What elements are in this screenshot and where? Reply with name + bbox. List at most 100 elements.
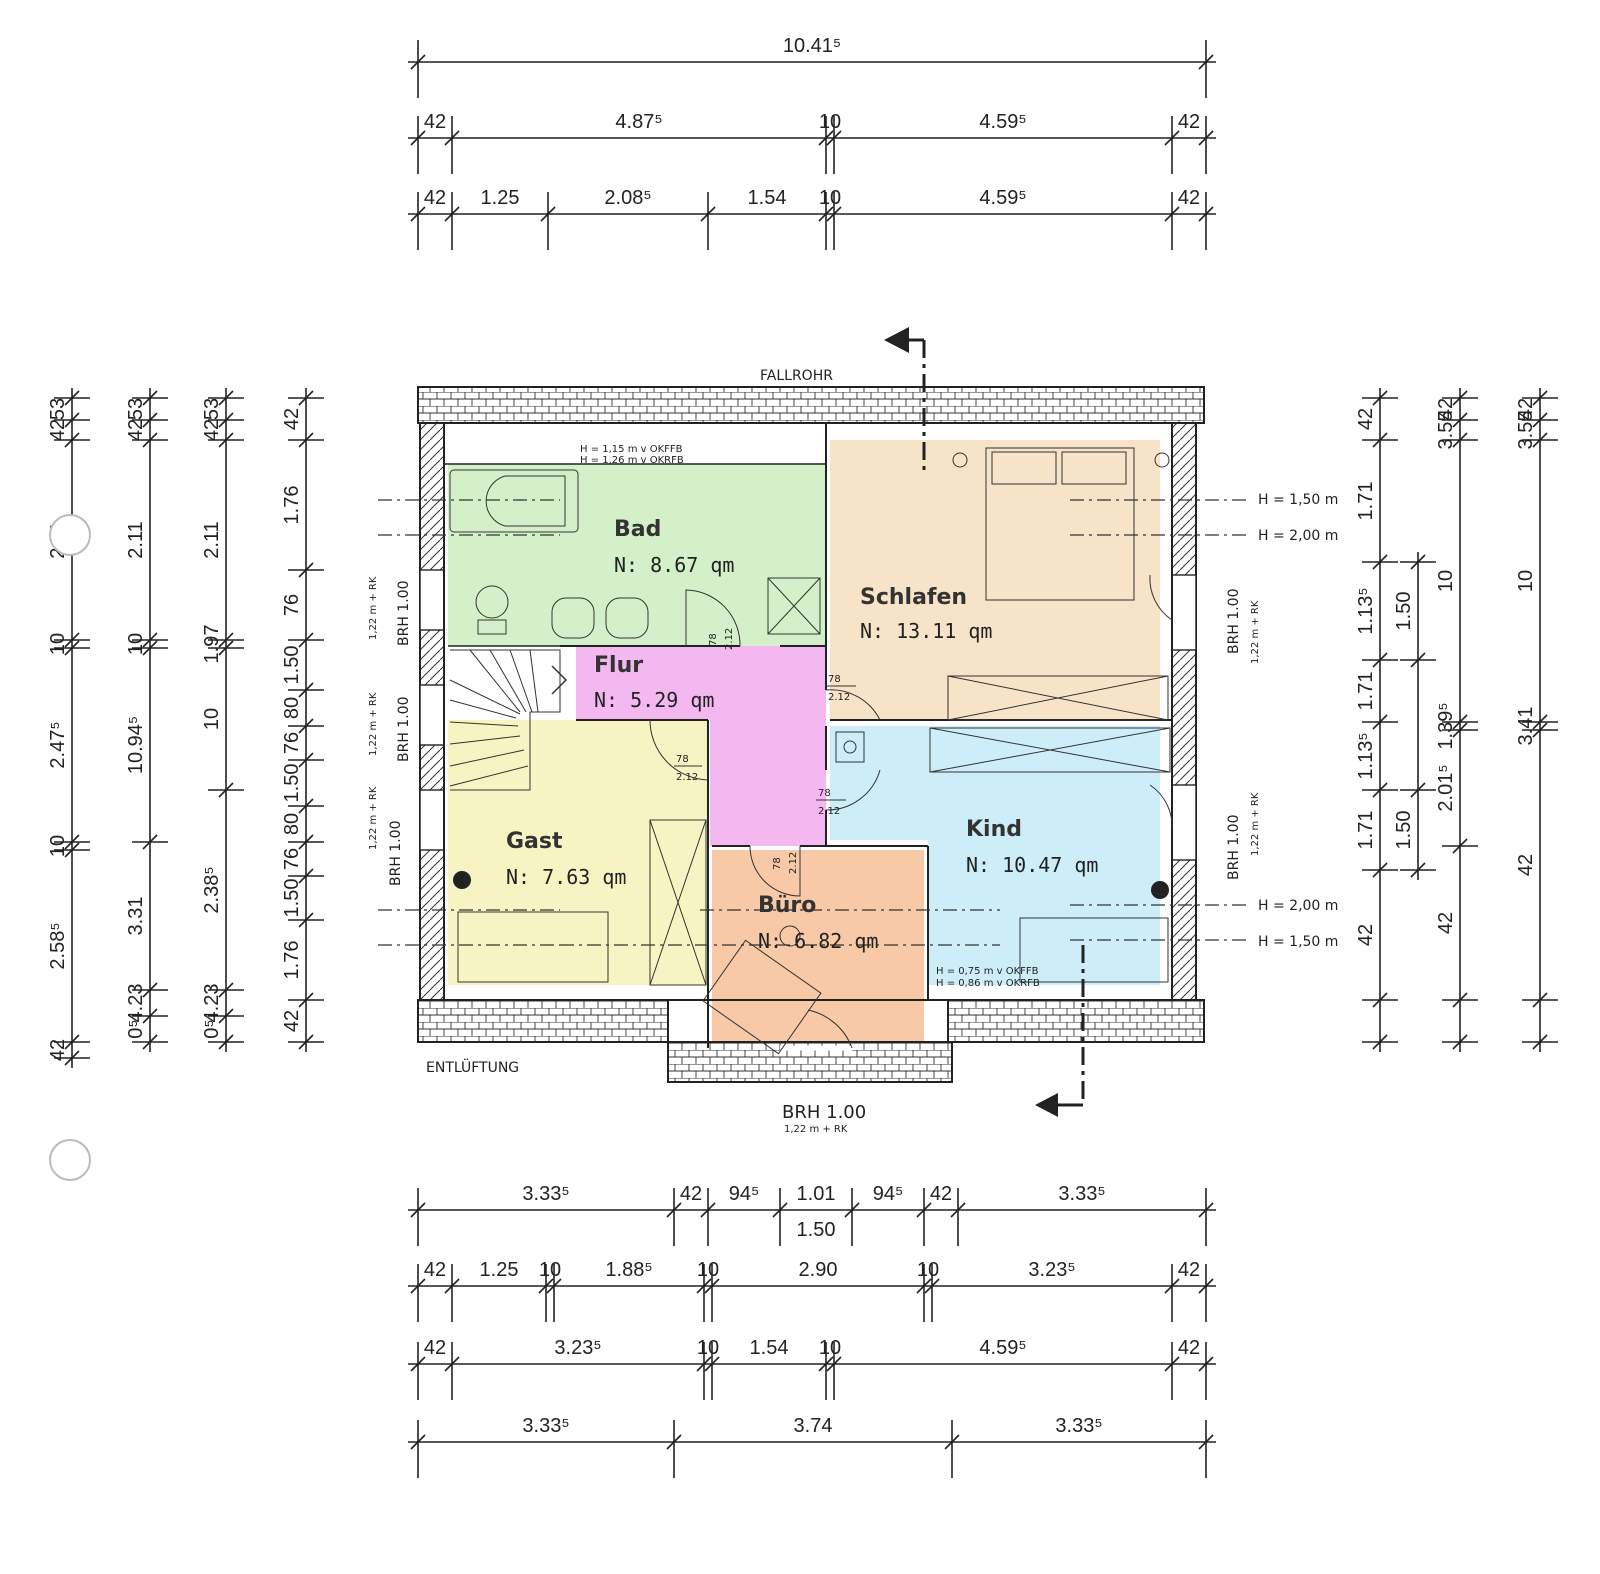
door-labels: 78 2.12 78 2.12 78 2.12 78 2.12 78 2.12 (674, 628, 856, 874)
dim-top-1-mark (410, 54, 426, 70)
dim-right-4-mark (1532, 412, 1548, 428)
dim-bottom-2-mark (696, 1278, 712, 1294)
fallrohr-label: FALLROHR (760, 368, 833, 384)
dim-right-1-label: 42 (1355, 924, 1377, 946)
dim-bottom-4-mark (944, 1434, 960, 1450)
dimensions-left: 53422.11102.47⁵102.58⁵4253422.111010.94⁵… (47, 388, 324, 1068)
dim-right-4-label: 3.41 (1515, 707, 1537, 746)
dim-right-1-mark (1372, 714, 1388, 730)
dim-left-1-label: 42 (47, 1039, 69, 1061)
dim-left-2-label: 0⁵ (125, 1019, 147, 1038)
dim-bottom-2-mark (546, 1278, 562, 1294)
room-name-schlafen: Schlafen (860, 585, 967, 610)
dim-top-2-label: 10 (819, 111, 841, 133)
dim-right-2-label: 1.50 (1393, 811, 1415, 850)
dim-bottom-2-mark (924, 1278, 940, 1294)
dim-bottom-4-label: 3.33⁵ (1055, 1415, 1102, 1437)
dim-bottom-1-label: 94⁵ (729, 1183, 760, 1205)
height-label-150-bottom: H = 1,50 m (1258, 934, 1338, 950)
dim-right-1-label: 1.71 (1355, 811, 1377, 850)
dim-left-3-mark (218, 390, 234, 406)
dim-top-3-label: 10 (819, 187, 841, 209)
dim-top-2-label: 42 (1178, 111, 1200, 133)
dim-left-4-mark (298, 682, 314, 698)
section-marks (884, 327, 1085, 1117)
dim-right-2-mark (1410, 782, 1426, 798)
dim-left-4-label: 42 (281, 408, 303, 430)
dim-bottom-1-label: 3.33⁵ (522, 1183, 569, 1205)
svg-text:78: 78 (818, 788, 831, 799)
dim-left-1-label: 2.47⁵ (47, 721, 69, 768)
dim-bottom-2-label: 42 (424, 1259, 446, 1281)
dim-top-3-mark (540, 206, 556, 222)
dim-left-3-label: 2.38⁵ (201, 866, 223, 913)
svg-text:78: 78 (676, 754, 689, 765)
dim-bottom-3-label: 42 (1178, 1337, 1200, 1359)
dim-bottom-4-mark (410, 1434, 426, 1450)
dim-left-1-mark (64, 390, 80, 406)
dim-right-3-mark (1452, 412, 1468, 428)
dim-left-1-mark (64, 632, 80, 648)
dim-right-3-label: 1.39⁵ (1435, 702, 1457, 749)
room-area-buero: N: 6.82 qm (758, 929, 878, 953)
dim-left-4-label: 1.50 (281, 646, 303, 685)
binder-hole-top (49, 514, 91, 556)
dim-top-3-label: 42 (424, 187, 446, 209)
dim-top-3-mark (826, 206, 842, 222)
brh-left-labels: BRH 1.00 1,22 m + RK BRH 1.00 1,22 m + R… (368, 576, 412, 886)
dim-left-2-label: 10 (125, 633, 147, 655)
room-area-kind: N: 10.47 qm (966, 853, 1098, 877)
svg-text:2.12: 2.12 (724, 628, 735, 650)
height-lines (378, 499, 1250, 946)
dim-left-3-mark (218, 982, 234, 998)
dim-left-3-label: 2.11 (201, 521, 223, 558)
dim-left-4-mark (298, 868, 314, 884)
binder-hole-bottom (49, 1139, 91, 1181)
svg-text:78: 78 (828, 674, 841, 685)
dim-left-2-mark (142, 834, 158, 850)
dim-left-3-label: 0⁵ (201, 1019, 223, 1038)
dim-bottom-2-mark (916, 1278, 932, 1294)
dim-left-2-label: 10.94⁵ (125, 716, 147, 774)
dim-left-4-mark (298, 718, 314, 734)
dim-left-4-label: 1.76 (281, 941, 303, 980)
dim-bottom-4-label: 3.74 (794, 1415, 833, 1437)
dim-left-3-mark (218, 1034, 234, 1050)
dim-left-3-label: 42 (201, 419, 223, 441)
svg-text:78: 78 (772, 857, 783, 870)
dim-bottom-4-mark (1198, 1434, 1214, 1450)
dim-left-4-mark (298, 562, 314, 578)
dim-right-2-mark (1410, 862, 1426, 878)
svg-text:1,22 m + RK: 1,22 m + RK (1250, 792, 1261, 856)
dim-right-3-mark (1452, 432, 1468, 448)
dim-bottom-2-mark (1198, 1278, 1214, 1294)
dim-top-3-label: 1.25 (481, 187, 520, 209)
dim-bottom-1-label: 1.01 (797, 1183, 836, 1205)
dim-left-4-mark (298, 752, 314, 768)
dim-right-4-mark (1532, 992, 1548, 1008)
dim-right-3-mark (1452, 390, 1468, 406)
room-bad-fill (448, 464, 826, 646)
dim-left-4-label: 1.50 (281, 764, 303, 803)
dim-right-1-mark (1372, 652, 1388, 668)
height-label-200-top: H = 2,00 m (1258, 528, 1338, 544)
room-name-gast: Gast (506, 829, 563, 854)
dim-left-3-mark (218, 632, 234, 648)
door-swings (649, 574, 1173, 1049)
dim-right-1-mark (1372, 390, 1388, 406)
dim-top-3-mark (1164, 206, 1180, 222)
room-area-bad: N: 8.67 qm (614, 553, 734, 577)
dim-left-3-mark (218, 1008, 234, 1024)
dim-right-1-mark (1372, 554, 1388, 570)
dim-right-4-label: 3.55 (1515, 411, 1537, 450)
svg-text:78: 78 (708, 633, 719, 646)
dim-top-3-mark (700, 206, 716, 222)
dim-bottom-2-mark (704, 1278, 720, 1294)
dim-top-1-mark (1198, 54, 1214, 70)
dim-left-4-label: 76 (281, 594, 303, 616)
dim-top-2-label: 4.59⁵ (979, 111, 1026, 133)
dim-bottom-3-mark (1164, 1356, 1180, 1372)
dim-left-4-mark (298, 834, 314, 850)
dim-top-1-label: 10.41⁵ (783, 35, 841, 57)
dim-left-4-label: 1.50 (281, 879, 303, 918)
